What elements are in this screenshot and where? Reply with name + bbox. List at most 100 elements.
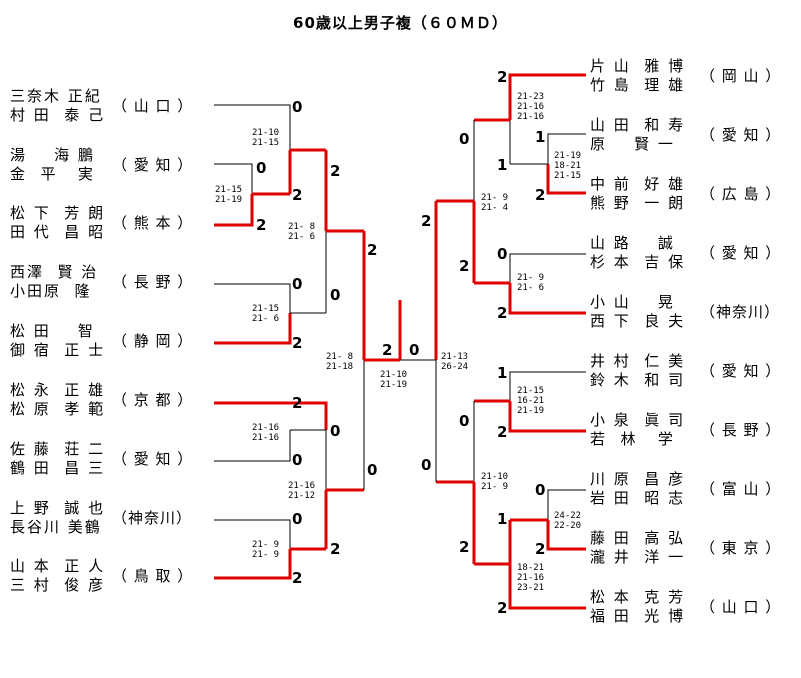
score: 0: [459, 412, 470, 430]
score: 2: [535, 186, 546, 204]
left-4-prefecture: （ 長 野 ）: [112, 273, 194, 291]
winner-path: [214, 194, 254, 227]
game-scores: 21- 8 21- 6: [288, 222, 316, 242]
score: 2: [292, 569, 303, 587]
right-9-player-1: 藤 田 高 弘: [590, 529, 686, 547]
score: 1: [497, 156, 508, 174]
right-6-player-1: 井 村 仁 美: [590, 352, 686, 370]
game-scores: 21- 8 21-18: [326, 352, 354, 372]
left-3-prefecture: （ 熊 本 ）: [112, 214, 194, 232]
right-5-player-2: 西 下 良 夫: [590, 312, 686, 330]
score: 2: [497, 423, 508, 441]
right-8-player-2: 岩 田 昭 志: [590, 489, 686, 507]
game-scores: 21-15 21- 6: [252, 304, 280, 324]
right-6-player-2: 鈴 木 和 司: [590, 371, 686, 389]
game-scores: 21-15 21-19: [215, 185, 243, 205]
score: 2: [256, 216, 267, 234]
left-8-player-2: 長谷川 美鶴: [10, 518, 102, 536]
bracket-line: [214, 283, 291, 313]
score: 0: [330, 286, 341, 304]
score: 0: [497, 245, 508, 263]
right-3-player-1: 中 前 好 雄: [590, 175, 686, 193]
game-scores-final: 21-10 21-19: [380, 370, 408, 390]
final-score-right: 0: [409, 341, 420, 359]
left-1-player-2: 村 田 泰 己: [10, 106, 106, 124]
score: 0: [292, 275, 303, 293]
winner-path: [508, 73, 586, 120]
left-5-player-1: 松 田 智: [10, 322, 95, 340]
right-7-player-2: 若 林 学: [590, 430, 675, 448]
winner-path: [214, 401, 328, 430]
left-1-prefecture: （ 山 口 ）: [112, 97, 194, 115]
right-3-player-2: 熊 野 一 朗: [590, 194, 686, 212]
score: 2: [292, 334, 303, 352]
score: 2: [292, 186, 303, 204]
score: 1: [535, 128, 546, 146]
score: 1: [497, 364, 508, 382]
game-scores: 21-10 21- 9: [481, 472, 509, 492]
right-9-prefecture: （ 東 京 ）: [700, 539, 782, 557]
right-10-player-2: 福 田 光 博: [590, 607, 686, 625]
winner-path: [508, 283, 586, 315]
left-7-player-1: 佐 藤 荘 二: [10, 440, 106, 458]
left-8-player-1: 上 野 誠 也: [10, 499, 106, 517]
score: 0: [256, 159, 267, 177]
score: 2: [535, 540, 546, 558]
game-scores: 21-10 21-15: [252, 128, 280, 148]
game-scores: 21-16 21-16: [252, 423, 280, 443]
winner-path: [214, 549, 292, 580]
left-2-prefecture: （ 愛 知 ）: [112, 156, 194, 174]
right-10-prefecture: （ 山 口 ）: [700, 598, 782, 616]
game-scores: 21- 9 21- 6: [517, 273, 545, 293]
right-1-player-2: 竹 島 理 雄: [590, 76, 686, 94]
left-1-player-1: 三奈木 正紀: [10, 87, 102, 105]
right-3-prefecture: （ 広 島 ）: [700, 185, 782, 203]
score: 0: [367, 461, 378, 479]
score: 2: [459, 257, 470, 275]
game-scores: 21- 9 21- 9: [252, 540, 280, 560]
final-score-left: 2: [382, 341, 393, 359]
game-scores: 21-15 16-21 21-19: [517, 386, 545, 416]
right-6-prefecture: （ 愛 知 ）: [700, 362, 782, 380]
right-7-player-1: 小 泉 眞 司: [590, 411, 686, 429]
winner-path: [546, 520, 586, 551]
right-1-prefecture: （ 岡 山 ）: [700, 67, 782, 85]
left-2-player-1: 湯 海 鵬: [10, 146, 95, 164]
score: 0: [330, 422, 341, 440]
left-9-player-1: 山 本 正 人: [10, 557, 106, 575]
left-6-player-1: 松 永 正 雄: [10, 381, 106, 399]
left-7-player-2: 鶴 田 昌 三: [10, 459, 106, 477]
bracket-line: [547, 133, 586, 164]
right-8-prefecture: （ 富 山 ）: [700, 480, 782, 498]
left-3-player-2: 田 代 昌 昭: [10, 223, 106, 241]
right-1-player-1: 片 山 雅 博: [590, 57, 686, 75]
left-7-prefecture: （ 愛 知 ）: [112, 450, 194, 468]
bracket-line: [214, 163, 253, 194]
game-scores-final: 21-13 26-24: [441, 352, 469, 372]
left-5-player-2: 御 宿 正 士: [10, 341, 106, 359]
winner-path: [508, 401, 586, 433]
score: 0: [459, 130, 470, 148]
game-scores: 21-16 21-12: [288, 481, 316, 501]
game-scores: 24-22 22-20: [554, 511, 582, 531]
score: 2: [497, 599, 508, 617]
left-5-prefecture: （ 静 岡 ）: [112, 332, 194, 350]
left-9-player-2: 三 村 俊 彦: [10, 576, 106, 594]
right-8-player-1: 川 原 昌 彦: [590, 470, 686, 488]
right-4-prefecture: （ 愛 知 ）: [700, 244, 782, 262]
score: 2: [497, 68, 508, 86]
score: 2: [421, 212, 432, 230]
right-5-player-1: 小 山 晃: [590, 293, 675, 311]
right-5-prefecture: （神奈川）: [700, 303, 781, 321]
bracket-line: [509, 371, 586, 401]
left-4-player-1: 西澤 賢 治: [10, 263, 99, 281]
game-scores: 21-19 18-21 21-15: [554, 151, 582, 181]
score: 2: [330, 162, 341, 180]
right-2-player-1: 山 田 和 寿: [590, 116, 686, 134]
winner-path: [546, 164, 586, 195]
right-2-prefecture: （ 愛 知 ）: [700, 126, 782, 144]
right-9-player-2: 瀧 井 洋 一: [590, 548, 686, 566]
left-9-prefecture: （ 鳥 取 ）: [112, 567, 194, 585]
right-10-player-1: 松 本 克 芳: [590, 588, 686, 606]
